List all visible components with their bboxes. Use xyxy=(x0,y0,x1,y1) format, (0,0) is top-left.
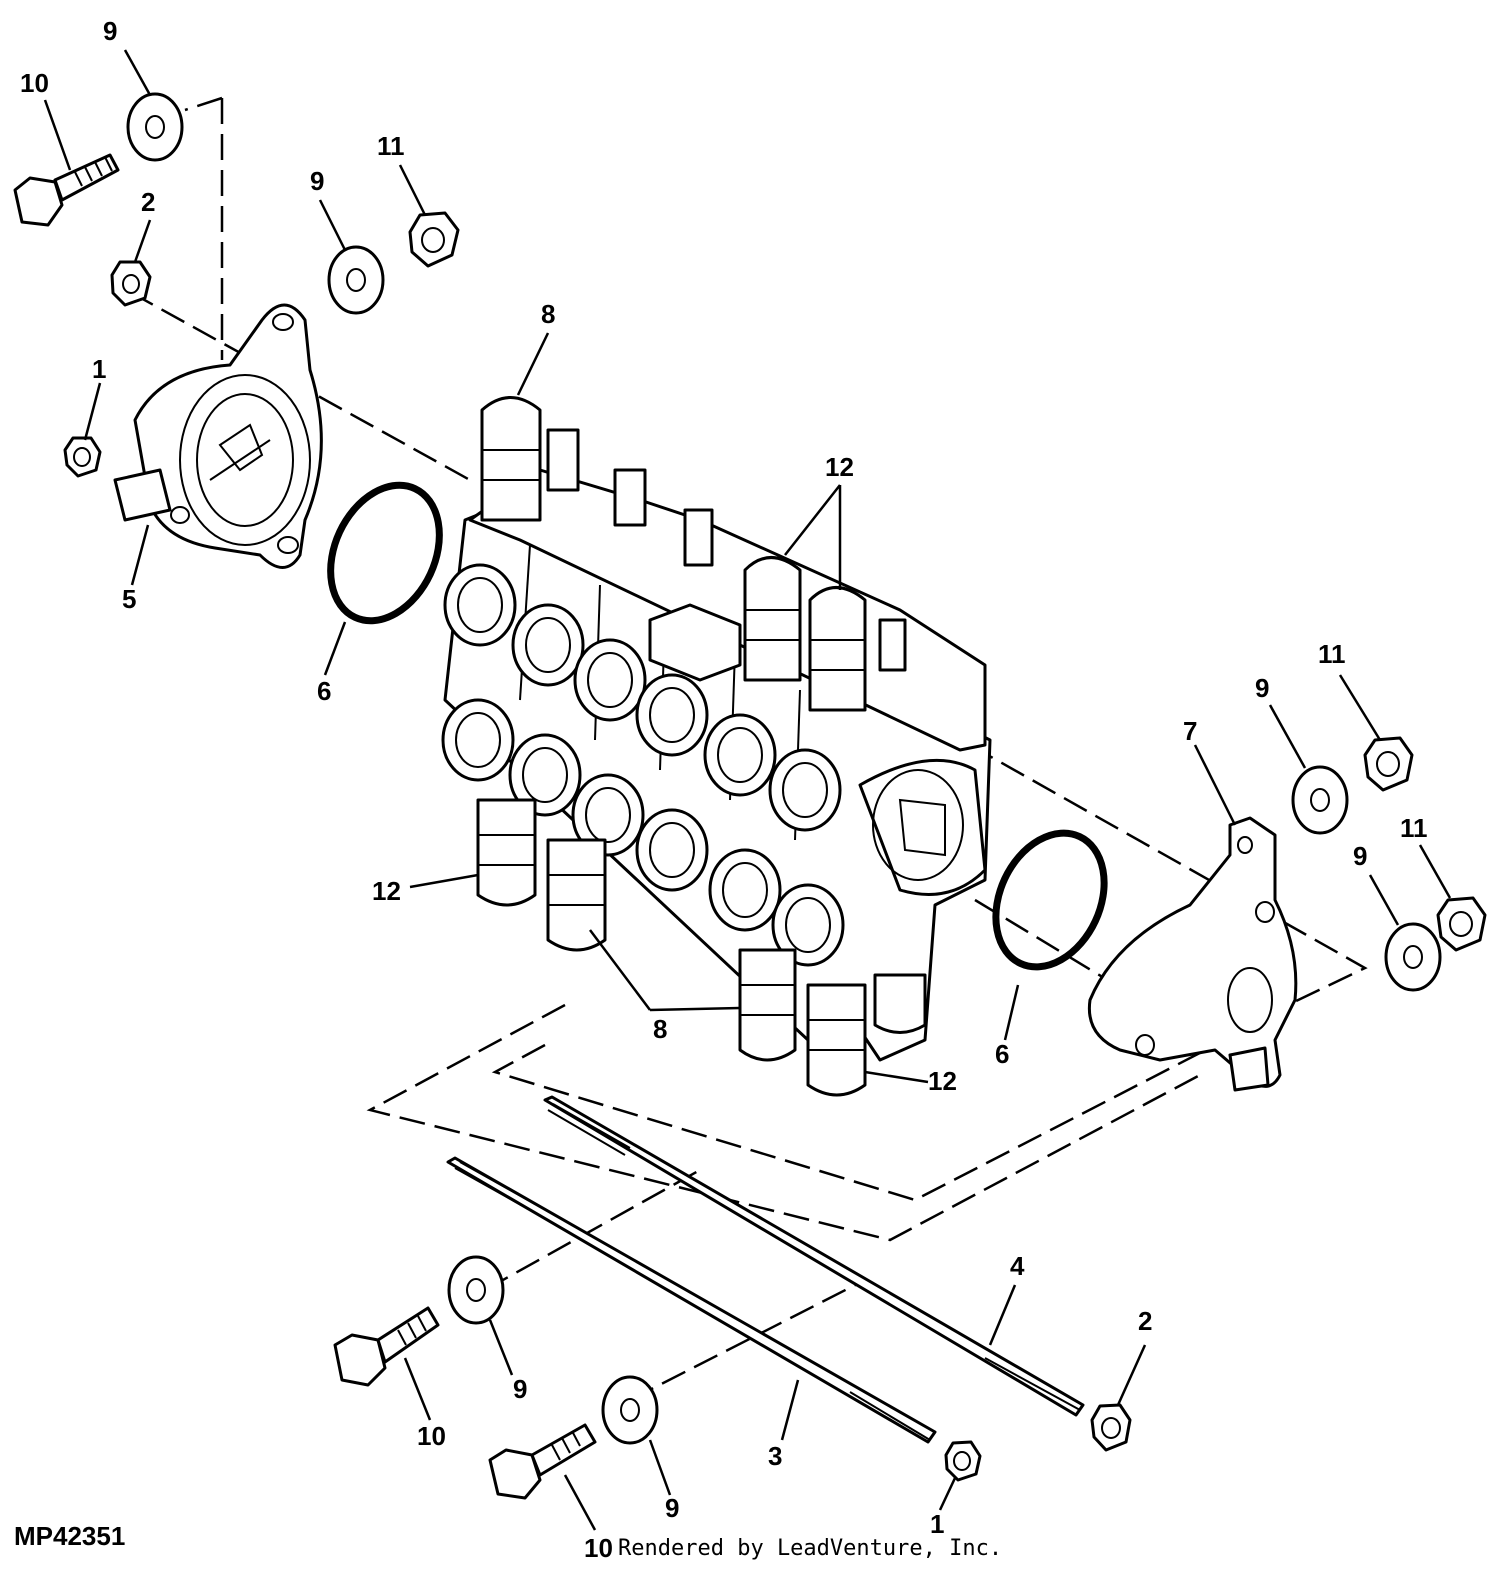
callout-label: 8 xyxy=(653,1014,667,1044)
o-ring-left xyxy=(327,481,443,625)
callout-label: 6 xyxy=(995,1039,1009,1069)
callout-label: 9 xyxy=(665,1493,679,1523)
callout-label: 4 xyxy=(1010,1251,1025,1281)
washer-4 xyxy=(1384,922,1442,992)
bolt-bottom-center xyxy=(488,1423,597,1500)
washer-3 xyxy=(1291,765,1349,835)
callout-label: 7 xyxy=(1183,716,1197,746)
nut-11-top xyxy=(408,211,460,268)
callout-label: 12 xyxy=(928,1066,957,1096)
bolt-bottom-left xyxy=(333,1306,440,1387)
nut-11-right-top xyxy=(1363,736,1414,792)
washer-2 xyxy=(327,245,385,315)
callout-label: 1 xyxy=(930,1509,944,1539)
callout-label: 9 xyxy=(103,16,117,46)
figure-id: MP42351 xyxy=(14,1521,125,1551)
top-relief-valves xyxy=(480,396,907,712)
render-credit: Rendered by LeadVenture, Inc. xyxy=(618,1536,1002,1561)
callout-label: 10 xyxy=(584,1533,613,1563)
o-ring-right xyxy=(992,829,1108,971)
bolts xyxy=(13,153,597,1500)
callout-label: 9 xyxy=(1255,673,1269,703)
tie-rod-4 xyxy=(543,1095,1085,1417)
upper-ports xyxy=(443,563,842,832)
callout-label: 10 xyxy=(20,68,49,98)
washer-5 xyxy=(447,1255,505,1325)
leader-lines xyxy=(43,49,1452,1531)
bottom-relief-valves xyxy=(476,798,927,1097)
tie-rod-3 xyxy=(446,1156,937,1444)
washers xyxy=(126,92,1442,1445)
lower-ports xyxy=(441,698,845,967)
callout-label: 3 xyxy=(768,1441,782,1471)
nut-2-bottom xyxy=(1090,1403,1132,1452)
callout-labels: 9 10 11 2 9 8 1 5 6 12 12 11 9 7 11 9 8 … xyxy=(20,16,1428,1563)
nut-2-top xyxy=(110,260,152,307)
control-valve-body xyxy=(441,396,992,1097)
nuts xyxy=(63,211,1487,1482)
callout-label: 5 xyxy=(122,584,136,614)
left-end-cover xyxy=(113,303,323,569)
callout-label: 9 xyxy=(513,1374,527,1404)
callout-label: 2 xyxy=(141,187,155,217)
callout-label: 6 xyxy=(317,676,331,706)
callout-label: 12 xyxy=(372,876,401,906)
callout-label: 11 xyxy=(1400,813,1428,843)
callout-label: 10 xyxy=(417,1421,446,1451)
right-end-cover xyxy=(1087,816,1298,1092)
callout-label: 9 xyxy=(1353,841,1367,871)
callout-label: 8 xyxy=(541,299,555,329)
nut-1-left xyxy=(63,436,102,478)
callout-label: 11 xyxy=(1318,639,1346,669)
callout-label: 2 xyxy=(1138,1306,1152,1336)
nut-11-right-bottom xyxy=(1436,896,1487,952)
callout-label: 9 xyxy=(310,166,324,196)
nut-1-bottom xyxy=(944,1440,982,1482)
washer-6 xyxy=(601,1375,659,1445)
washer-1 xyxy=(126,92,184,162)
bolt-top-left xyxy=(13,153,120,227)
callout-label: 12 xyxy=(825,452,854,482)
o-rings xyxy=(327,481,1108,971)
tie-rods xyxy=(446,1095,1085,1444)
callout-label: 1 xyxy=(92,354,106,384)
callout-label: 11 xyxy=(377,131,405,161)
